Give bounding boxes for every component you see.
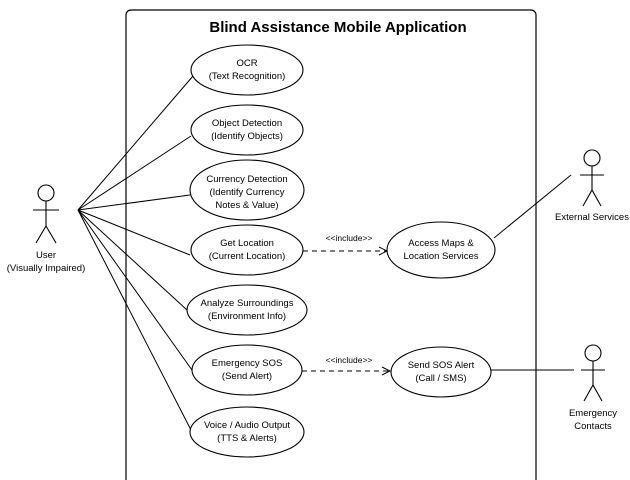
- use-case-emergency-sos[interactable]: [191, 344, 303, 396]
- include-label-sos: <<include>>: [326, 355, 373, 365]
- surroundings-subtitle: (Environment Info): [208, 311, 286, 322]
- assoc-user-location: [77, 209, 191, 256]
- use-case-analyze-surroundings[interactable]: [186, 284, 308, 336]
- include-arrow-sos-alert: [381, 366, 392, 376]
- user-actor-role: (Visually Impaired): [7, 263, 86, 274]
- use-case-voice-output[interactable]: [189, 406, 305, 458]
- ocr-title: OCR: [236, 58, 257, 69]
- external-services-actor-icon[interactable]: [580, 149, 604, 207]
- location-subtitle: (Current Location): [209, 251, 286, 262]
- system-boundary: [125, 9, 537, 480]
- use-case-object-detection[interactable]: [190, 104, 304, 156]
- assoc-user-object: [77, 135, 192, 211]
- assoc-user-currency: [77, 194, 191, 211]
- system-title: Blind Assistance Mobile Application: [209, 19, 466, 36]
- voice-title: Voice / Audio Output: [204, 420, 290, 431]
- emergency-contacts-line-2: Contacts: [574, 421, 612, 432]
- assoc-maps-external: [493, 174, 572, 239]
- use-case-send-sos-alert[interactable]: [390, 346, 492, 398]
- emergency-contacts-line-1: Emergency: [569, 408, 617, 419]
- sos-alert-title: Send SOS Alert: [408, 360, 475, 371]
- sos-title: Emergency SOS: [212, 358, 283, 369]
- assoc-user-voice: [77, 209, 193, 433]
- ocr-subtitle: (Text Recognition): [209, 71, 286, 82]
- assoc-user-ocr: [77, 75, 194, 211]
- currency-line-2: (Identify Currency: [210, 187, 285, 198]
- use-case-currency-detection[interactable]: [189, 159, 305, 221]
- emergency-contacts-actor-icon[interactable]: [581, 344, 605, 402]
- currency-line-3: Notes & Value): [215, 200, 278, 211]
- location-title: Get Location: [220, 238, 274, 249]
- voice-subtitle: (TTS & Alerts): [217, 433, 277, 444]
- object-title: Object Detection: [212, 118, 282, 129]
- maps-line-1: Access Maps &: [408, 238, 474, 249]
- user-actor-name: User: [36, 250, 56, 261]
- use-case-access-maps[interactable]: [386, 221, 496, 279]
- maps-line-2: Location Services: [404, 251, 479, 262]
- user-associations: [77, 75, 194, 433]
- assoc-user-surroundings: [77, 209, 188, 311]
- currency-title: Currency Detection: [206, 174, 287, 185]
- surroundings-title: Analyze Surroundings: [201, 298, 294, 309]
- user-actor-icon[interactable]: [33, 184, 59, 244]
- use-case-get-location[interactable]: [190, 224, 304, 276]
- external-services-actor-name: External Services: [555, 212, 629, 223]
- object-subtitle: (Identify Objects): [211, 131, 283, 142]
- sos-subtitle: (Send Alert): [222, 371, 272, 382]
- include-label-location: <<include>>: [326, 233, 373, 243]
- sos-alert-subtitle: (Call / SMS): [415, 373, 466, 384]
- assoc-user-sos: [77, 209, 193, 371]
- use-case-ocr[interactable]: [190, 44, 304, 96]
